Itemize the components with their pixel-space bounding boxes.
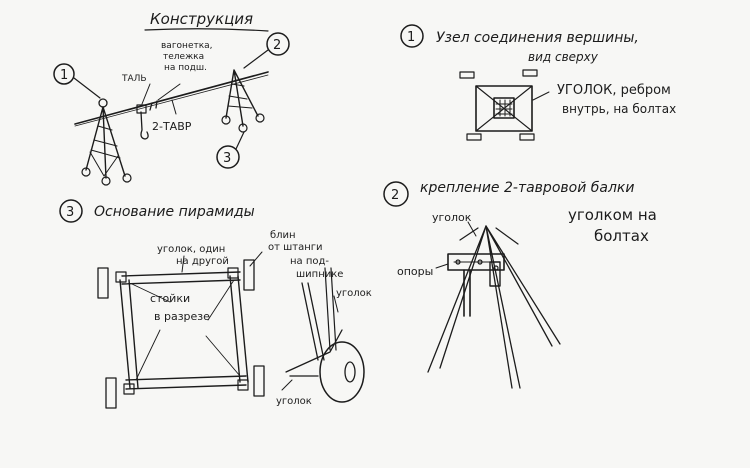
top-joint-plan xyxy=(459,69,550,141)
top-joint-title-2: вид сверху xyxy=(528,50,599,64)
structure-title-underline xyxy=(144,28,269,32)
beam-mount-title-3: болтах xyxy=(594,227,649,245)
beam-mount-section: 2 крепление 2-тавровой балки уголком на … xyxy=(383,180,657,389)
carriage-label-1: вагонетка, xyxy=(161,41,213,51)
marker-3-circle xyxy=(216,145,240,169)
pyramid-base-section: 3 Основание пирамиды xyxy=(59,199,372,409)
hoist-block xyxy=(136,104,147,114)
pyramid-label-wheels-2: от штанги xyxy=(268,242,323,253)
pyramid-frame xyxy=(97,251,265,409)
right-tripod xyxy=(221,69,265,133)
pyramid-label-wheels-1: блин xyxy=(270,230,296,241)
pyramid-label-angle-1: уголок, один xyxy=(157,244,225,255)
pyramid-title: Основание пирамиды xyxy=(94,204,255,220)
pyramid-label-posts-2: в разрезе xyxy=(154,310,210,323)
pyramid-label-wheels-3: на под- xyxy=(290,256,329,267)
top-joint-note-2: внутрь, на болтах xyxy=(562,102,676,116)
marker-2-leader xyxy=(243,49,269,69)
hoist-leader xyxy=(141,83,151,105)
hoist-hook xyxy=(140,111,149,140)
beam-mount-apex xyxy=(427,221,561,389)
top-joint-number-circle xyxy=(400,24,424,48)
marker-1-leader xyxy=(73,77,101,99)
marker-2-number: 2 xyxy=(273,38,281,53)
marker-3-number: 3 xyxy=(223,151,231,166)
beam-mount-number-circle xyxy=(383,181,409,207)
wheel-side-view xyxy=(281,267,365,403)
beam-mount-label-supports: опоры xyxy=(397,265,433,278)
marker-2-circle xyxy=(266,32,290,56)
marker-3-leader xyxy=(235,131,245,150)
carriage-label-3: на подш. xyxy=(164,63,207,73)
pyramid-label-wheels-4: шипнике xyxy=(296,269,343,280)
beam-mount-number: 2 xyxy=(391,188,399,203)
pyramid-label-angle-side: уголок xyxy=(336,288,372,299)
pyramid-label-angle-bottom: уголок xyxy=(276,396,312,407)
top-joint-section: 1 Узел соединения вершины, вид сверху УГ… xyxy=(400,24,676,141)
top-joint-note-1: УГОЛОК, ребром xyxy=(557,83,671,98)
structure-section: Конструкция 1 2 3 xyxy=(53,10,290,186)
hoist-label: ТАЛЬ xyxy=(121,74,147,84)
marker-1-number: 1 xyxy=(60,68,68,83)
marker-1-circle xyxy=(53,63,75,85)
carriage-mark xyxy=(149,100,158,111)
beam-leader xyxy=(171,99,177,115)
carriage-label-2: тележка xyxy=(163,52,204,62)
pyramid-label-posts-1: стойки xyxy=(150,292,190,305)
top-joint-number: 1 xyxy=(407,30,415,45)
left-tripod xyxy=(81,98,132,186)
beam-mount-label-angle: уголок xyxy=(432,211,472,224)
pyramid-number-circle xyxy=(59,199,83,223)
beam-mount-title-1: крепление 2-тавровой балки xyxy=(420,180,634,196)
structure-title: Конструкция xyxy=(150,10,253,28)
pyramid-number: 3 xyxy=(66,205,74,220)
beam-mount-title-2: уголком на xyxy=(568,206,657,224)
carriage-leader xyxy=(157,83,181,101)
pyramid-label-angle-2: на другой xyxy=(176,256,229,267)
beam-label: 2-ТАВР xyxy=(152,120,192,133)
top-joint-title-1: Узел соединения вершины, xyxy=(436,30,639,46)
